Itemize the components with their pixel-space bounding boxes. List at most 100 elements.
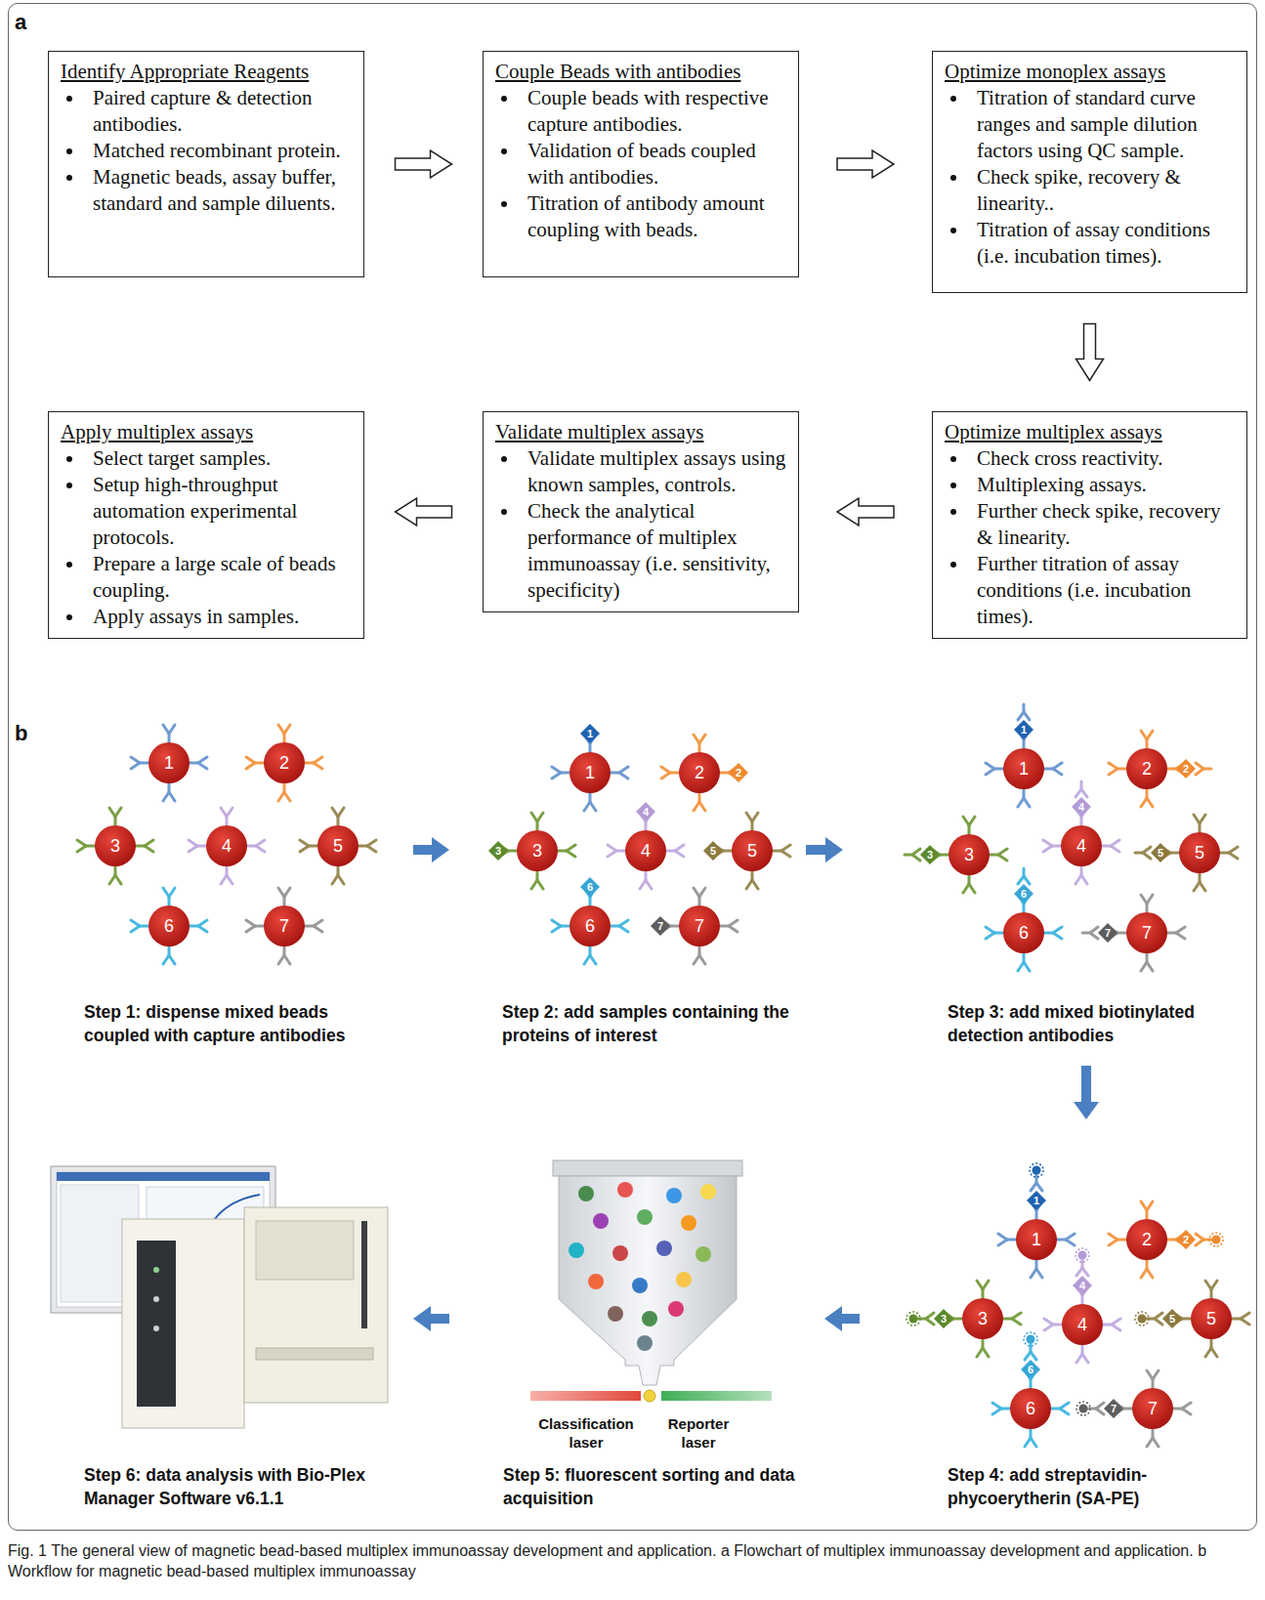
antibody-arm bbox=[1108, 768, 1118, 775]
capture-antibody bbox=[1230, 1312, 1250, 1325]
capture-antibody bbox=[278, 945, 291, 965]
capture-antibody bbox=[1043, 840, 1062, 852]
capture-antibody bbox=[1166, 927, 1185, 939]
antibody-arm bbox=[590, 801, 596, 811]
bullet-text: Apply assays in samples. bbox=[92, 604, 299, 629]
sorted-bead bbox=[636, 1335, 653, 1351]
capture-antibody bbox=[134, 840, 154, 852]
bead-number: 2 bbox=[687, 760, 712, 785]
antigen-number: 3 bbox=[488, 841, 508, 861]
sorted-bead bbox=[592, 1213, 609, 1229]
capture-antibody bbox=[130, 920, 150, 932]
antibody-stem bbox=[168, 945, 171, 956]
antibody-arm bbox=[168, 955, 175, 965]
antibody-arm bbox=[367, 840, 377, 846]
antibody-stem bbox=[644, 870, 648, 881]
bullet-dot bbox=[501, 148, 507, 155]
antibody-stem bbox=[283, 896, 287, 907]
antigen-number: 2 bbox=[1176, 759, 1196, 779]
antibody-arm bbox=[1053, 927, 1062, 933]
antibody-arm bbox=[1140, 730, 1147, 740]
step-caption: Step 1: dispense mixed beads coupled wit… bbox=[84, 1000, 397, 1048]
sa-pe-label bbox=[909, 1314, 919, 1324]
antigen-number: 1 bbox=[580, 723, 600, 744]
bullet-item: Select target samples. bbox=[60, 445, 354, 472]
antibody-arm bbox=[1090, 932, 1098, 939]
antibody-arm bbox=[661, 772, 671, 779]
capture-antibody bbox=[693, 734, 706, 754]
magnetic-bead bbox=[317, 825, 359, 867]
antigen-diamond bbox=[635, 801, 656, 822]
capture-antibody bbox=[188, 920, 208, 932]
antibody-stem bbox=[1210, 1338, 1214, 1349]
antibody-arm bbox=[1075, 789, 1082, 798]
antigen-number: 4 bbox=[1072, 1275, 1093, 1296]
antigen-number: 5 bbox=[1150, 843, 1171, 863]
antibody-arm bbox=[1023, 798, 1030, 807]
antibody-arm bbox=[1205, 1280, 1212, 1290]
antigen-number: 6 bbox=[1013, 884, 1034, 904]
capture-antibody bbox=[584, 945, 596, 965]
capture-antibody bbox=[246, 920, 265, 932]
antibody-arm bbox=[246, 926, 255, 932]
capture-antibody bbox=[1076, 1344, 1089, 1363]
capture-antibody bbox=[163, 724, 175, 744]
instrument-light bbox=[153, 1296, 160, 1303]
bead-number: 7 bbox=[1140, 1396, 1165, 1421]
sorted-bead bbox=[641, 1310, 658, 1327]
capture-antibody bbox=[718, 920, 738, 932]
antibody-arm bbox=[1146, 1370, 1153, 1380]
antibody-arm bbox=[1140, 1201, 1147, 1211]
antibody-stem bbox=[981, 1338, 985, 1349]
box-heading: Optimize monoplex assays bbox=[944, 58, 1237, 85]
capture-antibody bbox=[1017, 952, 1030, 971]
flow-arrow bbox=[395, 498, 453, 526]
bullet-dot bbox=[501, 201, 507, 208]
capture-antibody bbox=[109, 807, 122, 827]
capture-antibody bbox=[746, 812, 759, 832]
antibody-arm bbox=[1030, 1182, 1037, 1191]
antibody-arm bbox=[278, 887, 285, 897]
detection-antibody bbox=[1135, 846, 1151, 859]
bullet-dot bbox=[950, 95, 957, 102]
antibody-stem bbox=[168, 896, 171, 907]
passing-bead bbox=[643, 1390, 656, 1402]
sorted-bead bbox=[700, 1183, 717, 1200]
bullet-text: Prepare a large scale of beads coupling. bbox=[92, 551, 337, 602]
bullet-text: Titration of antibody amount coupling wi… bbox=[527, 191, 764, 242]
sa-pe-label bbox=[1079, 1404, 1089, 1414]
bead-number: 1 bbox=[578, 760, 602, 785]
antibody-arm bbox=[551, 772, 561, 779]
capture-antibody bbox=[1205, 1338, 1218, 1357]
flow-arrow bbox=[1076, 324, 1104, 381]
antibody-arm bbox=[284, 792, 291, 802]
sorted-bead bbox=[695, 1246, 712, 1263]
bullet-dot bbox=[501, 95, 507, 102]
antigen-number: 2 bbox=[728, 762, 749, 783]
antibody-arm bbox=[198, 757, 208, 763]
step-caption: Step 5: fluorescent sorting and data acq… bbox=[503, 1463, 816, 1511]
capture-antibody bbox=[246, 840, 265, 852]
antigen-diamond bbox=[1013, 719, 1034, 740]
bead-number: 7 bbox=[1135, 921, 1159, 945]
bead-number: 5 bbox=[1199, 1307, 1223, 1331]
antibody-arm bbox=[1017, 712, 1024, 720]
step-arrow bbox=[1073, 1065, 1099, 1120]
step-caption: Step 2: add samples containing the prote… bbox=[502, 1000, 815, 1048]
capture-antibody bbox=[1100, 840, 1120, 852]
step-arrow bbox=[824, 1306, 860, 1332]
nozzle-cap bbox=[552, 1160, 743, 1177]
antigen-number: 7 bbox=[1103, 1398, 1124, 1419]
sa-pe-label bbox=[1075, 1248, 1090, 1263]
antigen-number: 1 bbox=[1026, 1190, 1047, 1211]
antibody-arm bbox=[1030, 1437, 1037, 1447]
bullet-item: Further titration of assay conditions (i… bbox=[944, 550, 1237, 631]
bead-number: 4 bbox=[633, 839, 658, 863]
capture-antibody bbox=[531, 870, 544, 889]
antibody-stem bbox=[698, 743, 702, 754]
antibody-arm bbox=[982, 1348, 989, 1357]
bullet-text: Multiplexing assays. bbox=[976, 472, 1147, 497]
bullet-item: Couple beads with respective capture ant… bbox=[495, 84, 789, 138]
antibody-arm bbox=[537, 880, 544, 889]
antibody-stem bbox=[337, 865, 340, 876]
